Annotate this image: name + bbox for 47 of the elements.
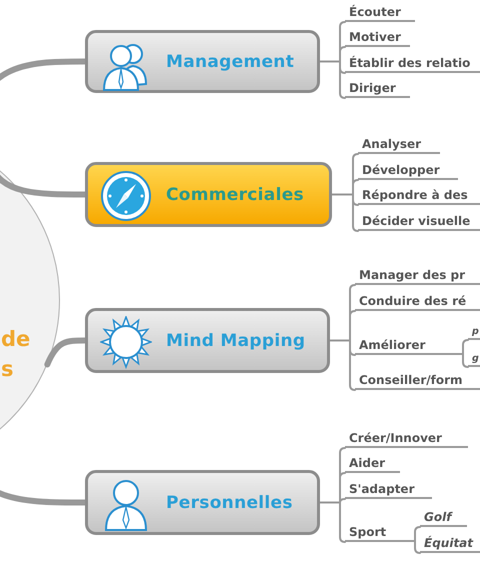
subtopic-label: Golf [424,510,452,524]
subtopic-branch [355,292,480,311]
subtopic-label: Établir des relatio [349,56,470,70]
subtopic-label: Conduire des ré [359,294,466,308]
subtopic-label: Développer [362,163,440,177]
branch-line [331,194,359,232]
branch-line [319,502,346,543]
subtopic-label: g [472,353,479,364]
topic-label: Management [166,50,294,74]
branch-line [462,354,469,368]
subtopic-branch [345,3,415,22]
topic-box [85,30,320,93]
topic-label: Mind Mapping [166,330,306,352]
subtopic-label: Analyser [362,137,422,151]
branch-line [414,541,421,554]
central-topic-text: s [1,357,14,381]
subtopic-label: Sport [349,525,386,539]
subtopic-branch [358,212,480,231]
branch-line [462,339,469,356]
branch-line [319,60,346,99]
subtopic-branch [358,186,480,205]
subtopic-branch [420,534,480,553]
subtopic-label: Motiver [349,30,401,44]
central-topic-text: de [1,327,30,351]
subtopic-label: Répondre à des [362,188,468,202]
subtopic-branch [345,429,468,448]
subtopic-label: S'adapter [349,482,414,496]
subtopic-label: p [472,326,479,337]
topic-box [85,470,320,535]
subtopic-label: Écouter [349,5,401,19]
subtopic-branch [345,54,480,73]
branch-line [414,526,421,543]
subtopic-branch [358,161,458,180]
branch-line [329,340,356,391]
topic-box [85,162,332,227]
subtopic-label: Créer/Innover [349,431,442,445]
subtopic-label: Décider visuelle [362,214,470,228]
topic-label: Commerciales [166,184,304,206]
subtopic-label: Conseiller/form [359,373,463,387]
subtopic-label: Diriger [349,81,396,95]
subtopic-branch [355,336,463,355]
subtopic-label: Améliorer [359,338,426,352]
subtopic-label: Manager des pr [359,268,466,282]
subtopic-label: Équitat [424,536,474,550]
topic-label: Personnelles [166,492,293,514]
topic-box [85,308,330,373]
subtopic-label: Aider [349,456,386,470]
